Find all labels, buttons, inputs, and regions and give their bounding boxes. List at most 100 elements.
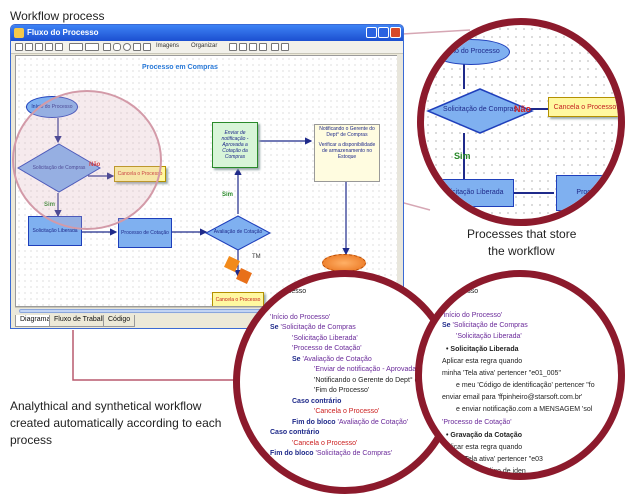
code-text: Gravação da Cotação <box>450 432 522 439</box>
copy-icon[interactable] <box>281 43 289 51</box>
diagram-title: Processo em Compras <box>142 64 218 71</box>
decision-node-2[interactable] <box>204 214 272 252</box>
caption-analytical-1: Analythical and synthetical workflow <box>10 399 202 413</box>
code-text: 'Solicitação de Compras <box>452 322 528 329</box>
app-icon <box>14 28 24 38</box>
code-line: 'Notificando o Gerente do Dept° de Compr <box>314 377 446 384</box>
code-line: 'Solicitação Liberada' <box>292 335 358 342</box>
vertical-scrollbar[interactable] <box>397 55 403 307</box>
window-title: Fluxo do Processo <box>27 28 99 37</box>
keyword-se: Se <box>292 356 301 363</box>
maximize-button[interactable] <box>378 27 389 38</box>
close-button[interactable] <box>390 27 401 38</box>
code-line: Se 'Solicitação de Compras <box>442 321 528 331</box>
shape-tool-icon[interactable] <box>143 43 151 51</box>
images-menu[interactable]: Imagens <box>156 43 180 49</box>
zoom-no-label: Não <box>514 104 532 114</box>
line-tool-icon[interactable] <box>69 43 83 51</box>
code-text: 'Solicitação de Compras <box>280 324 356 331</box>
ellipse-tool-icon[interactable] <box>123 43 131 51</box>
code-line: Aplicar esta regra quando <box>442 444 523 451</box>
code-line: e meu 'Código de identificação' pertence… <box>456 382 595 389</box>
organize-menu[interactable]: Organizar <box>191 43 218 49</box>
cancel-note-2[interactable]: Cancela o Processo <box>212 292 264 306</box>
zoom-in-icon[interactable] <box>229 43 237 51</box>
code-line: 'Processo de Cotação' <box>442 419 512 426</box>
code-line: Caso contrário <box>270 429 320 436</box>
code-line: 'Enviar de notificação - Aprovada a Cota… <box>314 366 447 373</box>
code-keyword: Fim do bloco <box>270 450 314 457</box>
diamond-tool-icon[interactable] <box>133 43 141 51</box>
code-bullet-line: • Gravação da Cotação <box>446 432 522 439</box>
yes-label-2: Sim <box>222 192 234 198</box>
code-text: Solicitação Liberada <box>450 346 519 353</box>
arrow-tool-icon[interactable] <box>85 43 99 51</box>
select-tool-icon[interactable] <box>15 43 23 51</box>
zoom-process-node[interactable]: Processo <box>556 175 618 211</box>
logo-badge: TM <box>222 252 261 290</box>
code-line: e meu 'Código de iden <box>456 468 526 475</box>
pointer-tool-icon[interactable] <box>25 43 33 51</box>
code-line: e enviar notificação.com a MENSAGEM 'sol <box>456 406 593 413</box>
verify-text: Verificar a disponibilidade de armazenam… <box>318 142 376 160</box>
caption-analytical-2: created automatically according to each <box>10 416 222 430</box>
code-line: 'Solicitação Liberada' <box>456 333 522 340</box>
code-keyword: Fim do bloco <box>292 419 336 426</box>
toolbar: Imagens Organizar <box>11 41 403 54</box>
code-text: 'Avaliação de Cotação <box>302 356 372 363</box>
zoom-decision-node[interactable] <box>426 87 534 135</box>
quote-node[interactable]: Processo de Cotação <box>118 218 172 248</box>
magnifier-highlight <box>12 90 162 230</box>
cut-icon[interactable] <box>271 43 279 51</box>
rect-tool-icon[interactable] <box>103 43 111 51</box>
link-tool-icon[interactable] <box>35 43 43 51</box>
zoom-connectors <box>463 61 554 194</box>
notify-manager-text: Notificando o Gerente do Dept° de Compra… <box>319 126 375 138</box>
zoom-cancel-note[interactable]: Cancela o Processo <box>548 97 618 117</box>
notify-manager-note[interactable]: Notificando o Gerente do Dept° de Compra… <box>314 124 380 182</box>
trademark-label: TM <box>252 254 261 260</box>
zoom-circle-code-synthetical: ocesso 'Início do Processo' Se 'Solicita… <box>415 270 625 480</box>
zoom-circle-code-analytical: ocesso 'Início do Processo' Se 'Solicita… <box>233 270 457 494</box>
zoom-decision-label: Solicitação de Compras <box>443 106 517 113</box>
connector-icon[interactable] <box>249 43 257 51</box>
code-header-left: ocesso <box>284 288 307 295</box>
zoom-start-node[interactable]: Início do Processo <box>432 39 510 65</box>
image-tool-icon[interactable] <box>45 43 53 51</box>
notify-node[interactable]: Enviar de notificação - Aprovada a Cotaç… <box>212 122 258 168</box>
code-bullet-line: • Solicitação Liberada <box>446 346 519 353</box>
scissors-icon[interactable] <box>259 43 267 51</box>
zoom-released-node[interactable]: Solicitação Liberada <box>430 179 514 207</box>
code-text: 'Avaliação de Cotação' <box>337 419 409 426</box>
rounded-rect-tool-icon[interactable] <box>113 43 121 51</box>
code-line: 'Cancela o Processo' <box>314 408 380 415</box>
keyword-se: Se <box>442 322 451 329</box>
caption-workflow-process: Workflow process <box>10 9 105 23</box>
code-line: enviar email para 'ffpinheiro@starsoft.c… <box>442 394 583 401</box>
code-line: 'Processo de Cotação' <box>292 345 362 352</box>
text-tool-icon[interactable] <box>55 43 63 51</box>
tab-codigo[interactable]: Código <box>103 315 136 327</box>
code-line: Caso contrário <box>292 398 342 405</box>
code-line: minha 'Tela ativa' pertencer "e01_005" <box>442 370 561 377</box>
code-line: Aplicar esta regra quando <box>442 358 523 365</box>
code-line: Fim do bloco 'Avaliação de Cotação' <box>292 418 408 428</box>
code-line: Se 'Solicitação de Compras <box>270 323 356 333</box>
code-line: minha 'Tela ativa' pertencer "e03 <box>442 456 543 463</box>
code-header-right: ocesso <box>456 288 479 295</box>
code-line: 'Fim do Processo' <box>314 387 370 394</box>
code-line: Fim do bloco 'Solicitação de Compras' <box>270 449 392 459</box>
code-text: 'Solicitação de Compras' <box>315 450 393 457</box>
code-line: 'Início do Processo' <box>270 314 331 321</box>
scroll-thumb[interactable] <box>19 309 269 313</box>
code-line: Se 'Avaliação de Cotação <box>292 355 372 365</box>
zoom-circle-diagram: Início do Processo Solicitação de Compra… <box>417 18 625 226</box>
minimize-button[interactable] <box>366 27 377 38</box>
window-titlebar: Fluxo do Processo <box>11 25 403 41</box>
caption-processes-store-2: the workflow <box>488 244 555 258</box>
caption-analytical-3: process <box>10 433 53 447</box>
logo-icon <box>224 256 252 284</box>
code-line: 'Cancela o Processo' <box>292 440 358 447</box>
zoom-yes-label: Sim <box>454 151 471 161</box>
zoom-out-icon[interactable] <box>239 43 247 51</box>
